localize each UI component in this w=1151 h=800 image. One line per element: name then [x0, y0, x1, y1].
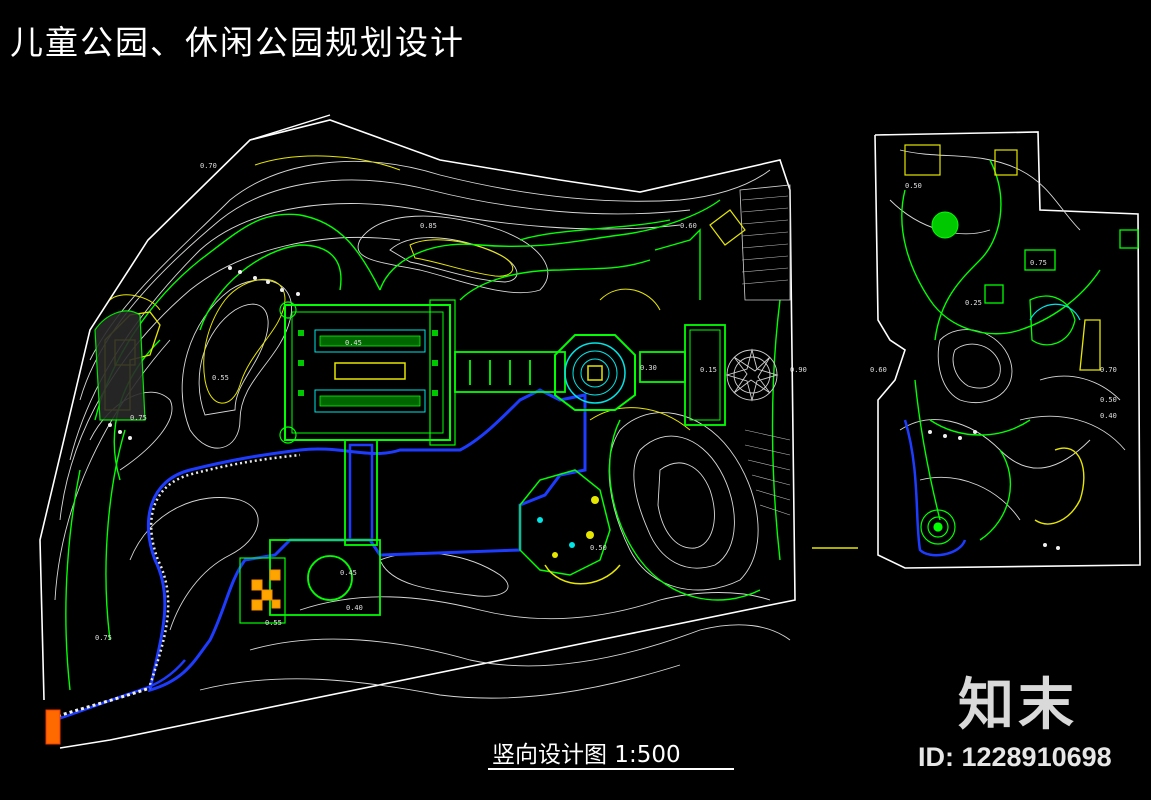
playground-blocks — [251, 569, 281, 611]
elevation-label: 0.55 — [212, 374, 229, 382]
green-path-network — [65, 199, 781, 691]
stream — [54, 659, 186, 722]
plaza-corner-tree — [279, 301, 297, 319]
elevation-label: 0.75 — [1030, 259, 1047, 267]
right-pond-yellow — [1034, 447, 1085, 525]
elevation-label: 0.90 — [790, 366, 807, 374]
drawing-title: 儿童公园、休闲公园规划设计 — [10, 23, 465, 62]
stream-shore — [57, 686, 151, 718]
pond-water — [147, 388, 587, 693]
elevation-label: 0.50 — [590, 544, 607, 552]
plaza-planters — [298, 330, 438, 396]
elevation-label: 0.50 — [905, 182, 922, 190]
plaza-corner-tree — [279, 426, 297, 444]
rock-cluster — [108, 266, 300, 440]
right-fountain — [920, 509, 956, 545]
elevation-label: 0.30 — [640, 364, 657, 372]
south-plaza — [239, 439, 381, 624]
east-stair-hatching — [741, 195, 791, 516]
elevation-labels: 0.70 0.85 0.60 0.45 0.55 0.30 0.75 0.45 … — [95, 162, 1117, 642]
right-green-paths — [901, 159, 1101, 541]
right-semicircle-steps — [1029, 303, 1081, 321]
radial-star-plaza — [725, 348, 779, 402]
south-water-channel — [348, 443, 374, 542]
elevation-label: 0.50 — [1100, 396, 1117, 404]
elevation-label: 0.45 — [345, 339, 362, 347]
left-building-pad — [94, 310, 146, 421]
left-park-north-edge — [249, 114, 331, 141]
elevation-label: 0.55 — [265, 619, 282, 627]
elevation-label: 0.60 — [870, 366, 887, 374]
left-park-boundary — [39, 119, 796, 749]
northeast-gate — [709, 209, 746, 246]
right-pond — [903, 419, 967, 557]
play-equipment — [552, 496, 599, 558]
octagon-fountain-plaza — [554, 334, 636, 411]
drawing-caption: 竖向设计图 1:500 — [492, 742, 681, 768]
orange-rock-feature — [45, 709, 61, 745]
elevation-label: 0.45 — [340, 569, 357, 577]
right-yellow-feature — [1079, 319, 1101, 371]
right-rock-cluster — [928, 430, 1060, 550]
right-park-boundary — [874, 131, 1141, 569]
elevation-label: 0.15 — [700, 366, 717, 374]
contour-lines-yellow — [109, 155, 691, 431]
central-plaza — [284, 299, 456, 446]
east-stairs — [739, 184, 791, 301]
play-equipment-cyan — [537, 517, 575, 548]
caption-underline — [488, 768, 734, 770]
elevation-label: 0.60 — [680, 222, 697, 230]
elevation-label: 0.70 — [200, 162, 217, 170]
elevation-label: 0.25 — [965, 299, 982, 307]
right-tree-cluster — [931, 211, 959, 239]
contour-lines-white — [54, 160, 791, 699]
elevation-label: 0.75 — [130, 414, 147, 422]
watermark-id: ID: 1228910698 — [918, 742, 1112, 772]
elevation-label: 0.40 — [346, 604, 363, 612]
elevation-label: 0.75 — [95, 634, 112, 642]
elevation-label: 0.85 — [420, 222, 437, 230]
watermark-logo: 知末 — [958, 673, 1078, 738]
kids-play-area — [519, 469, 621, 585]
right-buildings — [904, 144, 1018, 176]
causeway — [454, 351, 566, 393]
elevation-label: 0.40 — [1100, 412, 1117, 420]
right-structures — [984, 229, 1139, 346]
east-gate-plaza — [639, 324, 726, 426]
elevation-label: 0.70 — [1100, 366, 1117, 374]
pond-shore-dots — [148, 453, 301, 686]
